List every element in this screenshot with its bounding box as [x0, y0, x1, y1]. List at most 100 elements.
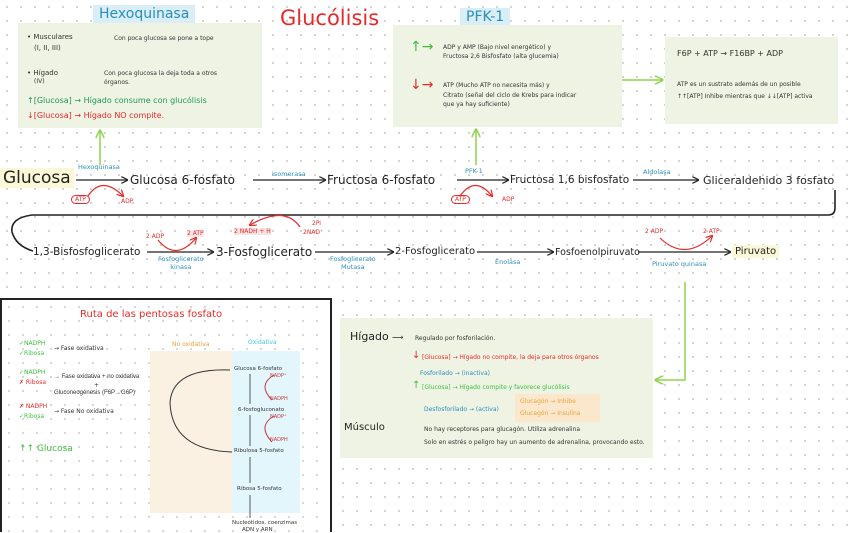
text: Regulado por fosforilación. — [415, 335, 496, 342]
text: Solo en estrés o peligro hay un aumento … — [424, 439, 645, 446]
text: ADP y AMP (Bajo nivel energético) y — [443, 44, 552, 51]
text: (I, II, III) — [34, 44, 61, 52]
text: → Fase No oxidativa — [54, 408, 114, 415]
node-f16bp: Fructosa 1,6 bisfosfato — [510, 174, 630, 186]
metabolite: Glucosa 6-fosfato — [234, 366, 283, 372]
regulation-panel: Hígado ⟶ Regulado por fosforilación. ↓ [… — [340, 318, 653, 458]
metabolite: ADN y ARN — [242, 527, 273, 533]
page-title: Glucólisis — [280, 6, 380, 30]
down-arrow-icon: ↓ — [412, 350, 421, 361]
text: Con poca glucosa se pone a tope — [114, 35, 214, 42]
node-pep: Fosfoenolpiruvato — [555, 247, 640, 258]
text: Desfosforilado → (activa) — [424, 406, 499, 413]
enzyme-piruvato-quinasa: Piruvato quinasa — [652, 260, 707, 268]
hexoquinasa-label: Hexoquinasa — [93, 5, 196, 23]
text: ↑↑[ATP] Inhibe mientras que ↓↓[ATP] acti… — [677, 93, 813, 100]
text: Con poca glucosa la deja toda a otros — [104, 70, 218, 77]
metabolite: 6-fosfogluconato — [238, 407, 285, 413]
text: órganos. — [104, 79, 131, 86]
down-arrow-icon: ↓→ — [410, 77, 434, 93]
up-arrow-icon: ↑→ — [410, 39, 434, 55]
text: Glucagón → Inhibe — [520, 398, 576, 405]
text: No hay receptores para glucagón. Utiliza… — [424, 426, 581, 433]
enzyme-name: Fosfoglicerato — [158, 255, 204, 263]
text: [Glucosa] → Hígado compite y favorece gl… — [422, 384, 570, 391]
text: Glucagón → Insulina — [520, 410, 581, 417]
pi-label: 2Pi — [312, 220, 321, 227]
nad-label: 2NAD⁺ — [303, 229, 324, 236]
atp-label: 2 ATP — [187, 230, 204, 237]
cofactor: NADP⁺ — [270, 414, 287, 420]
text: (IV) — [34, 78, 45, 85]
heading: Músculo — [344, 422, 385, 433]
text: ✗ NADPH — [19, 403, 48, 410]
node-glucosa: Glucosa — [0, 168, 74, 188]
up-arrow-icon: ↑ — [412, 380, 421, 391]
adp-label: ADP — [502, 196, 515, 203]
text: Fructosa 2,6 Bisfosfato (alta glucemia) — [443, 53, 559, 60]
atp-label: 2 ATP — [703, 228, 720, 235]
text: ATP (Mucho ATP no necesita más) y — [443, 82, 550, 89]
arrow-right-icon: ⟶ — [392, 333, 404, 342]
text: ✓Ribosa — [19, 413, 45, 420]
enzyme-enolasa: Enolasa — [495, 258, 521, 266]
enzyme-name: Mutasa — [341, 263, 365, 271]
enzyme-aldolasa: Aldolasa — [643, 168, 671, 176]
cofactor: NADPH — [270, 396, 288, 402]
node-13bpg: 1,3-Bisfosfoglicerato — [33, 246, 141, 258]
zone-label: No oxidativa — [172, 341, 210, 348]
text: ATP es un sustrato además de un posible — [677, 81, 801, 88]
enzyme-hexoquinasa: Hexoquinasa — [78, 163, 120, 171]
text: • Musculares — [27, 33, 73, 41]
hormone-note: Glucagón → Inhibe Glucagón → Insulina — [515, 394, 600, 422]
metabolite: Ribosa 5-fosfato — [237, 486, 282, 492]
text: ✓NADPH — [19, 369, 46, 376]
metabolite: Ribulosa 5-fosfato — [234, 448, 284, 454]
text: ↓[Glucosa] → Hígado NO compite. — [27, 111, 165, 120]
node-g3p: Gliceraldehido 3 fosfato — [703, 174, 835, 187]
text: que ya hay suficiente) — [443, 101, 510, 108]
adp-label: 2 ADP — [146, 233, 165, 240]
atp-badge: ATP — [71, 195, 90, 204]
text: ✓NADPH — [19, 340, 46, 347]
text: Citrato (señal del ciclo de Krebs para i… — [443, 92, 577, 99]
adp-label: ADP — [121, 198, 134, 205]
text: Fosforilado → (inactiva) — [420, 370, 490, 377]
text: • Hígado — [27, 69, 59, 77]
hexoquinasa-panel: • Musculares (I, II, III) Con poca gluco… — [18, 23, 262, 128]
adp-label: 2 ADP — [645, 228, 664, 235]
cofactor: NADPH — [270, 437, 288, 443]
cofactor: NADP⁺ — [270, 373, 287, 379]
enzyme-isomerasa: Isomerasa — [272, 170, 306, 178]
node-2pg: 2-Fosfoglicerato — [395, 246, 476, 257]
heading: Hígado — [350, 330, 389, 343]
text: ↑↑ Glucosa — [19, 444, 73, 454]
text: Gluconeogénesis (F6P→G6P) — [54, 390, 136, 396]
atp-badge: ATP — [451, 195, 470, 204]
node-piruvato: Piruvato — [732, 245, 780, 258]
enzyme-name: Fosfoglicerato — [330, 255, 376, 263]
zone-label: Oxidativa — [248, 339, 277, 346]
node-g6p: Glucosa 6-fosfato — [130, 173, 236, 187]
enzyme-name: kinasa — [170, 263, 192, 271]
pentosas-title: Ruta de las pentosas fosfato — [80, 309, 223, 320]
node-3pg: 3-Fosfoglicerato — [216, 245, 313, 259]
node-f6p: Fructosa 6-fosfato — [327, 173, 436, 187]
metabolite: Nucleótidos, coenzimas — [232, 520, 298, 526]
enzyme-pfk1: PFK-1 — [465, 167, 483, 175]
text: ✗ Ribosa — [19, 379, 47, 386]
non-oxidative-zone — [150, 351, 232, 513]
text: ✓Ribosa — [19, 350, 45, 357]
nadh-label: 2 NADH + H — [234, 228, 271, 235]
pfk-panel: ↑→ ADP y AMP (Bajo nivel energético) y F… — [393, 25, 622, 127]
pfk-label: PFK-1 — [460, 8, 511, 26]
text: + — [94, 382, 100, 389]
pentosas-box: Ruta de las pentosas fosfato ✓NADPH ✓Rib… — [0, 298, 332, 533]
equation: F6P + ATP → F16BP + ADP — [677, 49, 783, 58]
text: [Glucosa] → Hígado no compite, la deja p… — [422, 354, 599, 361]
text: → Fase oxidativa — [54, 345, 104, 352]
text: ↑[Glucosa] → Hígado consume con glucólis… — [27, 96, 207, 105]
text: → Fase oxidativa + no oxidativa — [54, 374, 140, 380]
